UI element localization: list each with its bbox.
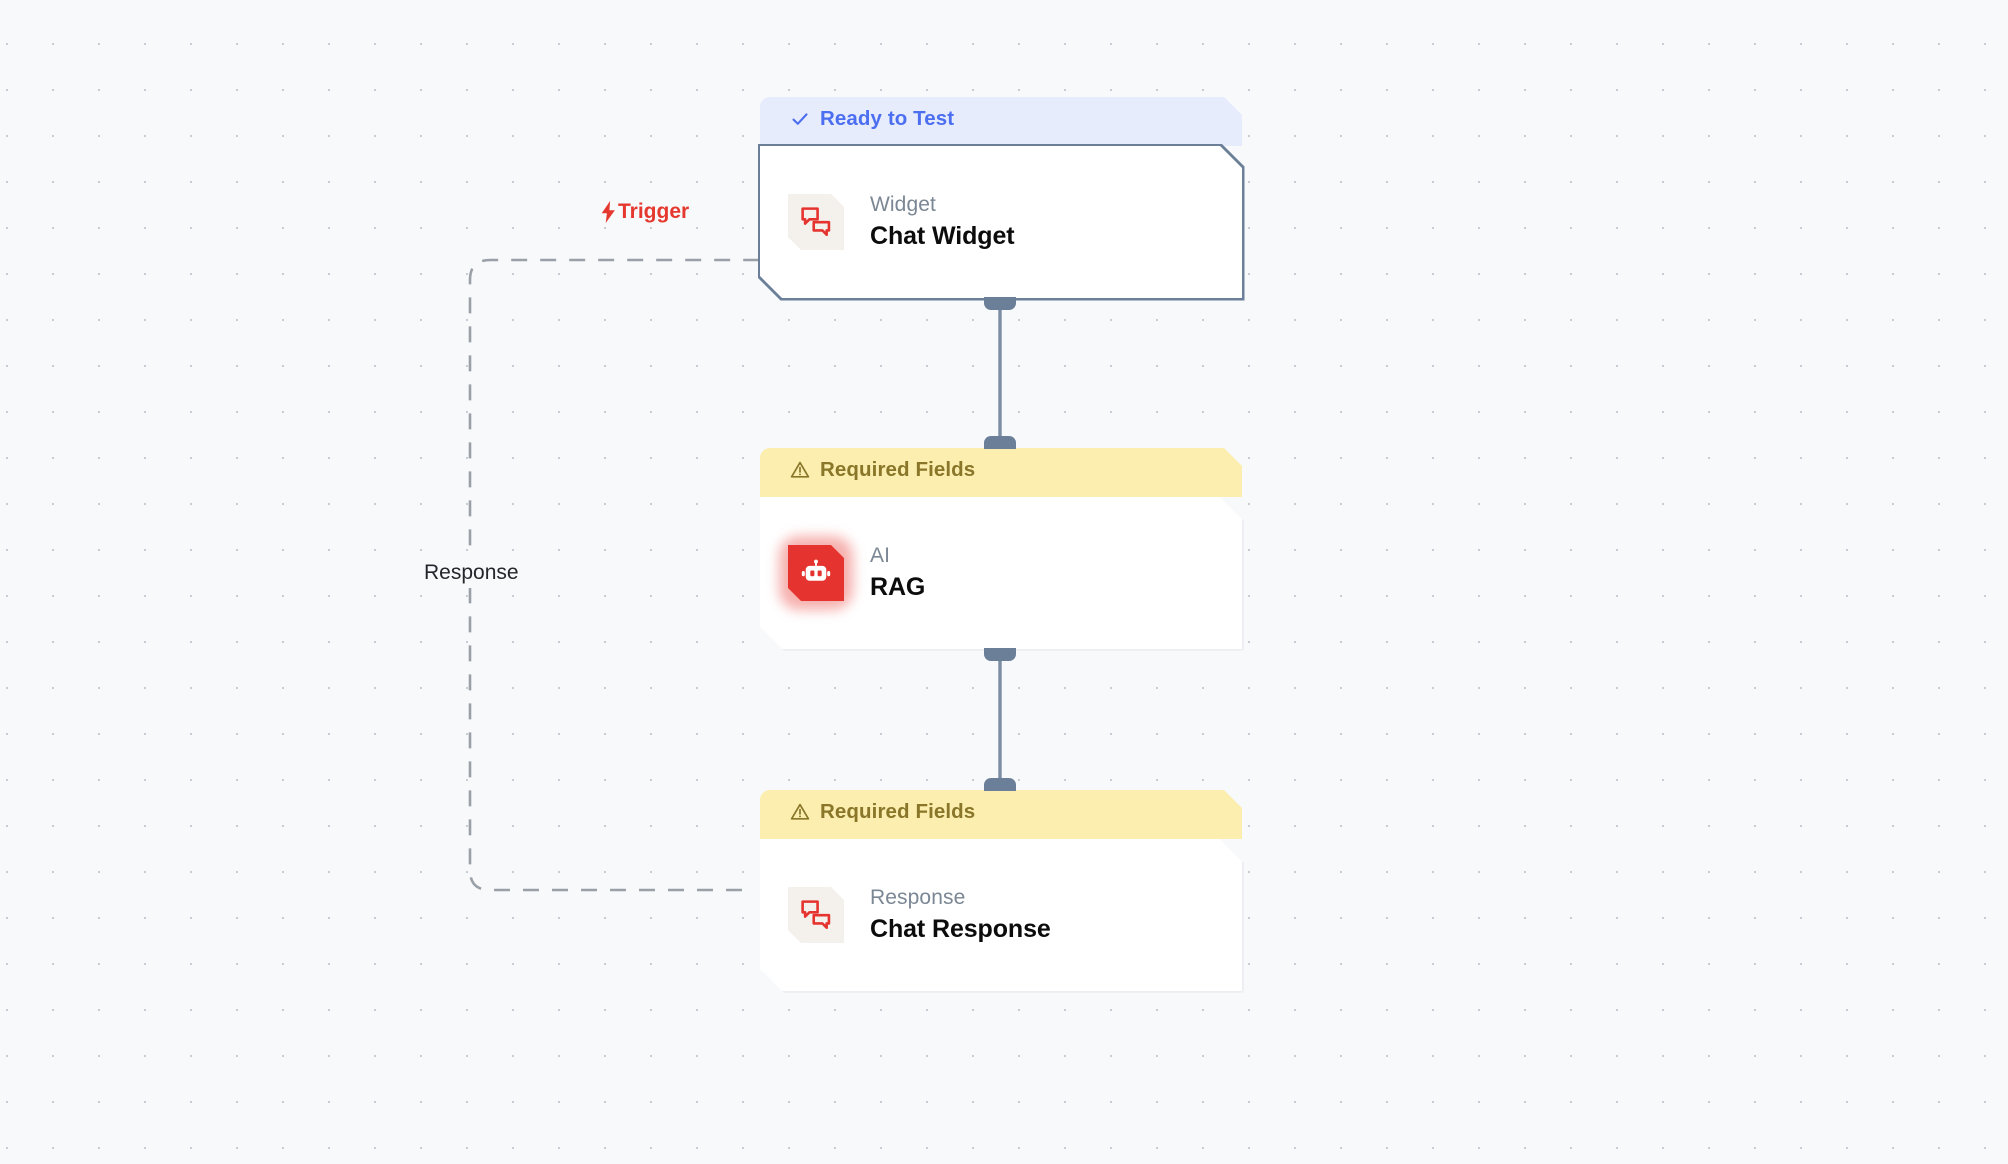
node-status-label: Required Fields	[820, 457, 976, 481]
node-status-banner-warning: Required Fields	[760, 790, 1242, 839]
node-chat-widget[interactable]: Ready to Test Widget Chat Widget	[760, 97, 1242, 310]
node-input-handle[interactable]	[984, 436, 1016, 449]
node-card-surface[interactable]: Widget Chat Widget	[760, 146, 1242, 298]
node-kind-label: Widget	[870, 193, 936, 216]
node-rag[interactable]: Required Fields	[760, 436, 1242, 661]
node-text-block: Response Chat Response	[870, 886, 1051, 944]
node-card-surface[interactable]: Response Chat Response	[760, 839, 1242, 991]
node-input-handle[interactable]	[984, 778, 1016, 791]
check-icon	[790, 109, 810, 129]
warning-triangle-icon	[790, 460, 810, 480]
edge-label-trigger: Trigger	[600, 200, 689, 224]
node-status-banner-ready: Ready to Test	[760, 97, 1242, 146]
node-status-label: Ready to Test	[820, 106, 955, 130]
edge-label-trigger-text: Trigger	[618, 200, 690, 223]
robot-icon	[788, 545, 844, 601]
node-chat-response[interactable]: Required Fields Response Chat Response	[760, 778, 1242, 991]
node-output-handle[interactable]	[984, 648, 1016, 661]
node-card-rag[interactable]: AI RAG	[760, 497, 1242, 649]
node-kind-label: Response	[870, 886, 966, 909]
node-title-label: Chat Response	[870, 915, 1051, 943]
node-title-label: Chat Widget	[870, 222, 1015, 250]
node-status-label: Required Fields	[820, 799, 976, 823]
chat-bubbles-icon	[788, 194, 844, 250]
lightning-bolt-icon	[600, 201, 617, 223]
warning-triangle-icon	[790, 802, 810, 822]
node-card-surface[interactable]: AI RAG	[760, 497, 1242, 649]
node-card-chat-response[interactable]: Response Chat Response	[760, 839, 1242, 991]
node-title-label: RAG	[870, 573, 926, 601]
node-text-block: AI RAG	[870, 544, 925, 602]
node-card-chat-widget[interactable]: Widget Chat Widget	[760, 146, 1242, 298]
node-output-handle[interactable]	[984, 297, 1016, 310]
edge-label-response: Response	[415, 558, 528, 588]
node-status-banner-warning: Required Fields	[760, 448, 1242, 497]
edge-label-response-text: Response	[424, 561, 519, 584]
chat-bubbles-icon	[788, 887, 844, 943]
node-kind-label: AI	[870, 544, 891, 567]
node-text-block: Widget Chat Widget	[870, 193, 1015, 251]
